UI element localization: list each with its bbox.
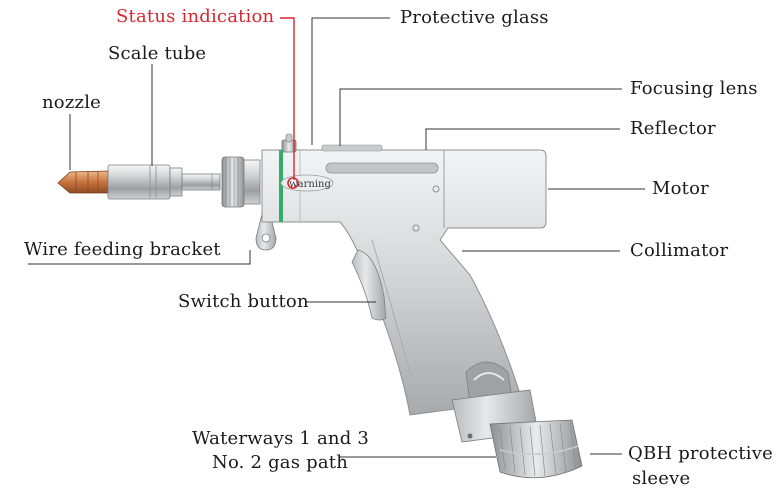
label-protective-glass: Protective glass [400,7,549,28]
label-gas-path: No. 2 gas path [212,452,348,473]
indicator-warning-text: warning [289,179,331,190]
leader-lines [28,17,645,458]
status-indication-leader [280,17,295,180]
welding-gun: warning [57,133,583,479]
nozzle-tip [57,170,109,194]
scale-tube [107,164,171,200]
label-qbh-line1: QBH protective [628,443,773,464]
label-qbh-line2: sleeve [632,468,691,489]
switch-button [351,249,387,321]
locking-nut [221,156,245,208]
label-nozzle: nozzle [42,92,102,113]
wire-feeding-bracket-leader [28,250,251,265]
qbh-protective-sleeve [489,419,583,479]
focusing-lens-leader [339,88,622,146]
reflector-leader [425,128,620,150]
wire-feeding-bracket [255,213,277,251]
focusing-lens-cap [321,144,383,152]
label-wire-feeding-bracket: Wire feeding bracket [24,239,221,260]
label-switch-button: Switch button [178,291,309,312]
label-waterways: Waterways 1 and 3 [192,428,370,449]
status-indicator-ring [279,150,283,222]
label-focusing-lens: Focusing lens [630,78,758,99]
label-reflector: Reflector [630,118,716,139]
label-collimator: Collimator [630,240,729,261]
label-scale-tube: Scale tube [108,43,207,64]
label-status-indication: Status indication [116,6,275,27]
label-motor: Motor [652,178,709,199]
status-indicator-light [287,177,299,189]
protective-glass-leader [311,17,390,145]
